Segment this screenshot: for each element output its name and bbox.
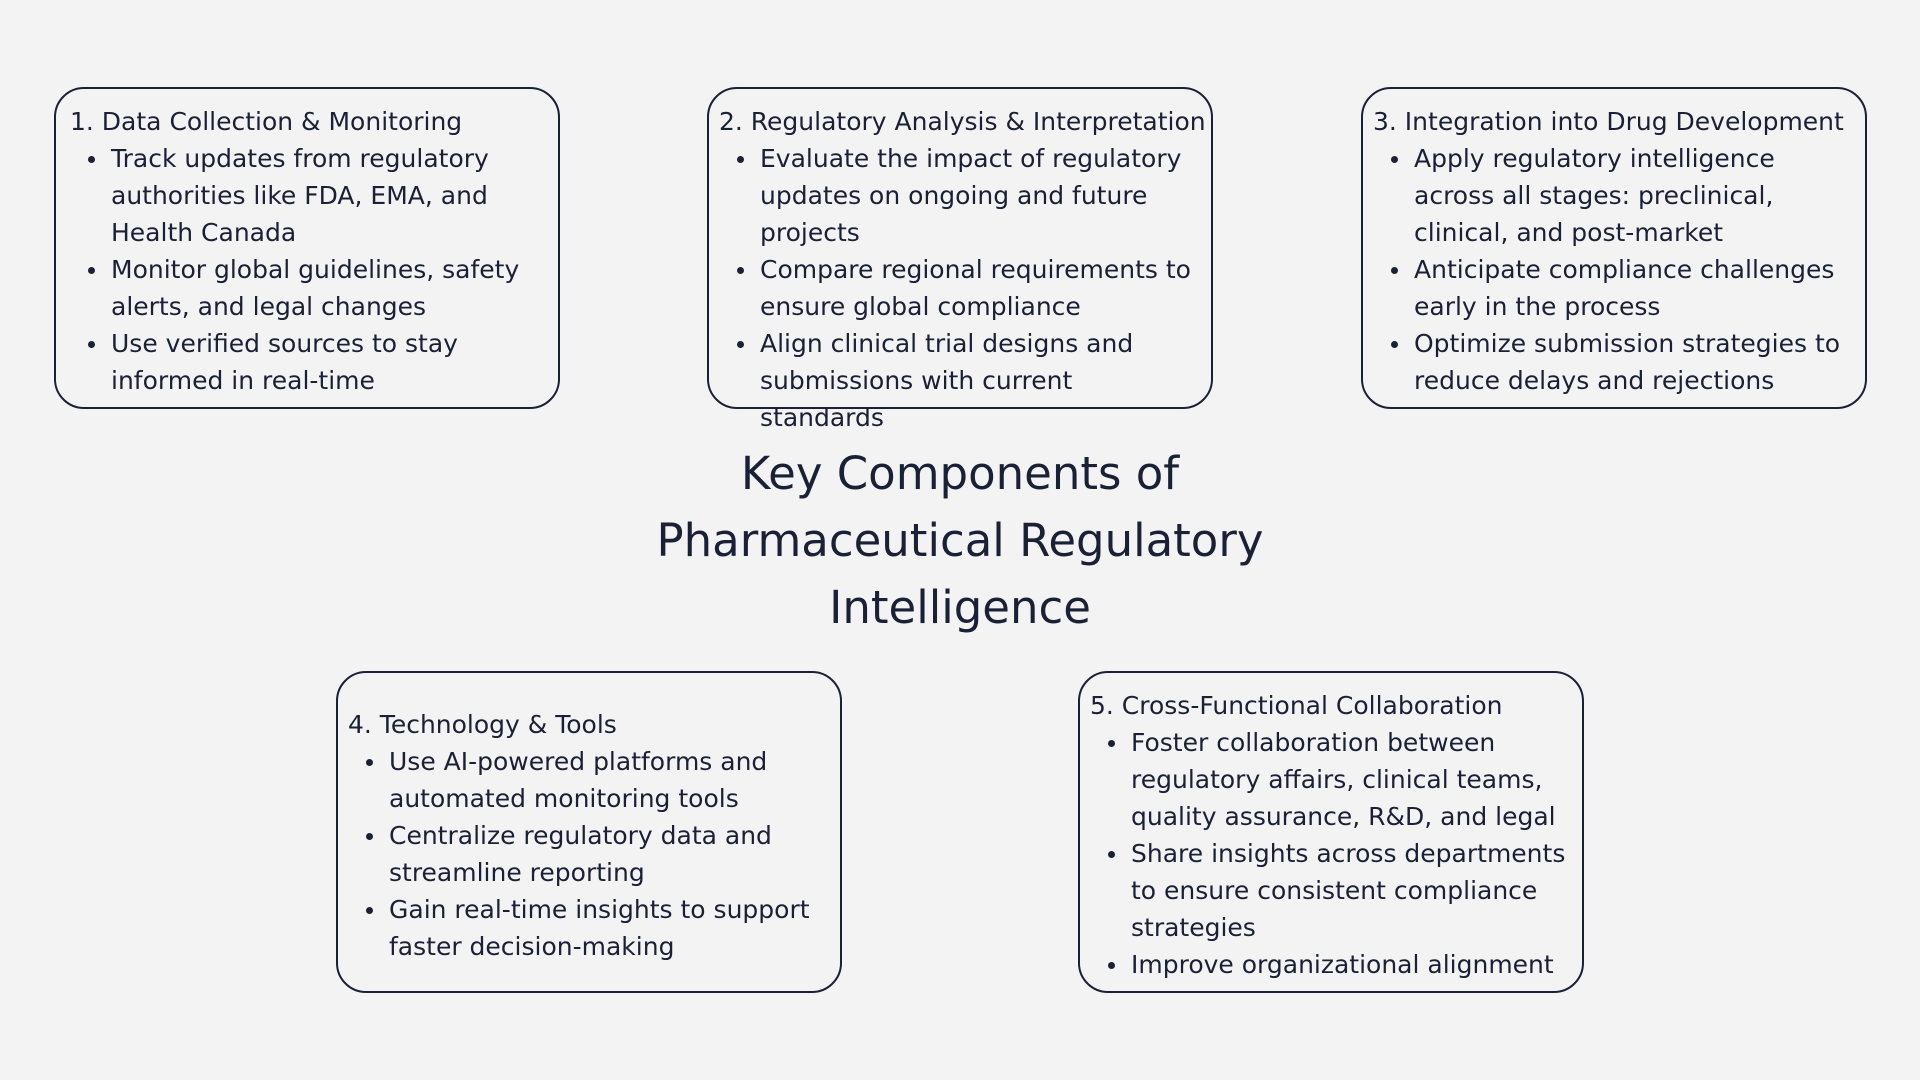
list-item: Foster collaboration between regulatory …	[1090, 724, 1568, 835]
list-item: Monitor global guidelines, safety alerts…	[70, 251, 544, 325]
list-item: Centralize regulatory data and streamlin…	[348, 817, 826, 891]
component-box-collaboration: 5. Cross-Functional Collaboration Foster…	[1078, 671, 1584, 993]
component-box-technology-tools: 4. Technology & Tools Use AI-powered pla…	[336, 671, 842, 993]
list-item: Compare regional requirements to ensure …	[719, 251, 1201, 325]
list-item: Use verified sources to stay informed in…	[70, 325, 544, 399]
component-box-data-collection: 1. Data Collection & Monitoring Track up…	[54, 87, 560, 409]
diagram-title-line: Intelligence	[829, 581, 1091, 634]
list-item: Improve organizational alignment	[1090, 946, 1568, 983]
component-title: 3. Integration into Drug Development	[1373, 107, 1844, 136]
list-item: Track updates from regulatory authoritie…	[70, 140, 544, 251]
list-item: Anticipate compliance challenges early i…	[1373, 251, 1857, 325]
component-title: 4. Technology & Tools	[348, 710, 617, 739]
component-list: Apply regulatory intelligence across all…	[1373, 140, 1857, 399]
list-item: Apply regulatory intelligence across all…	[1373, 140, 1857, 251]
list-item: Share insights across departments to ens…	[1090, 835, 1568, 946]
diagram-title-line: Pharmaceutical Regulatory	[656, 514, 1264, 567]
component-list: Evaluate the impact of regulatory update…	[719, 140, 1201, 436]
component-box-drug-development: 3. Integration into Drug Development App…	[1361, 87, 1867, 409]
component-title: 5. Cross-Functional Collaboration	[1090, 691, 1503, 720]
list-item: Evaluate the impact of regulatory update…	[719, 140, 1201, 251]
diagram-title-line: Key Components of	[740, 447, 1180, 500]
component-list: Use AI-powered platforms and automated m…	[348, 743, 826, 965]
list-item: Gain real-time insights to support faste…	[348, 891, 826, 965]
component-title: 1. Data Collection & Monitoring	[70, 107, 463, 136]
component-box-regulatory-analysis: 2. Regulatory Analysis & Interpretation …	[707, 87, 1213, 432]
component-list: Foster collaboration between regulatory …	[1090, 724, 1568, 983]
component-list: Track updates from regulatory authoritie…	[70, 140, 544, 399]
diagram-title: Key Components of Pharmaceutical Regulat…	[560, 440, 1360, 641]
component-title: 2. Regulatory Analysis & Interpretation	[719, 107, 1206, 136]
list-item: Optimize submission strategies to reduce…	[1373, 325, 1857, 399]
list-item: Use AI-powered platforms and automated m…	[348, 743, 826, 817]
list-item: Align clinical trial designs and submiss…	[719, 325, 1201, 436]
